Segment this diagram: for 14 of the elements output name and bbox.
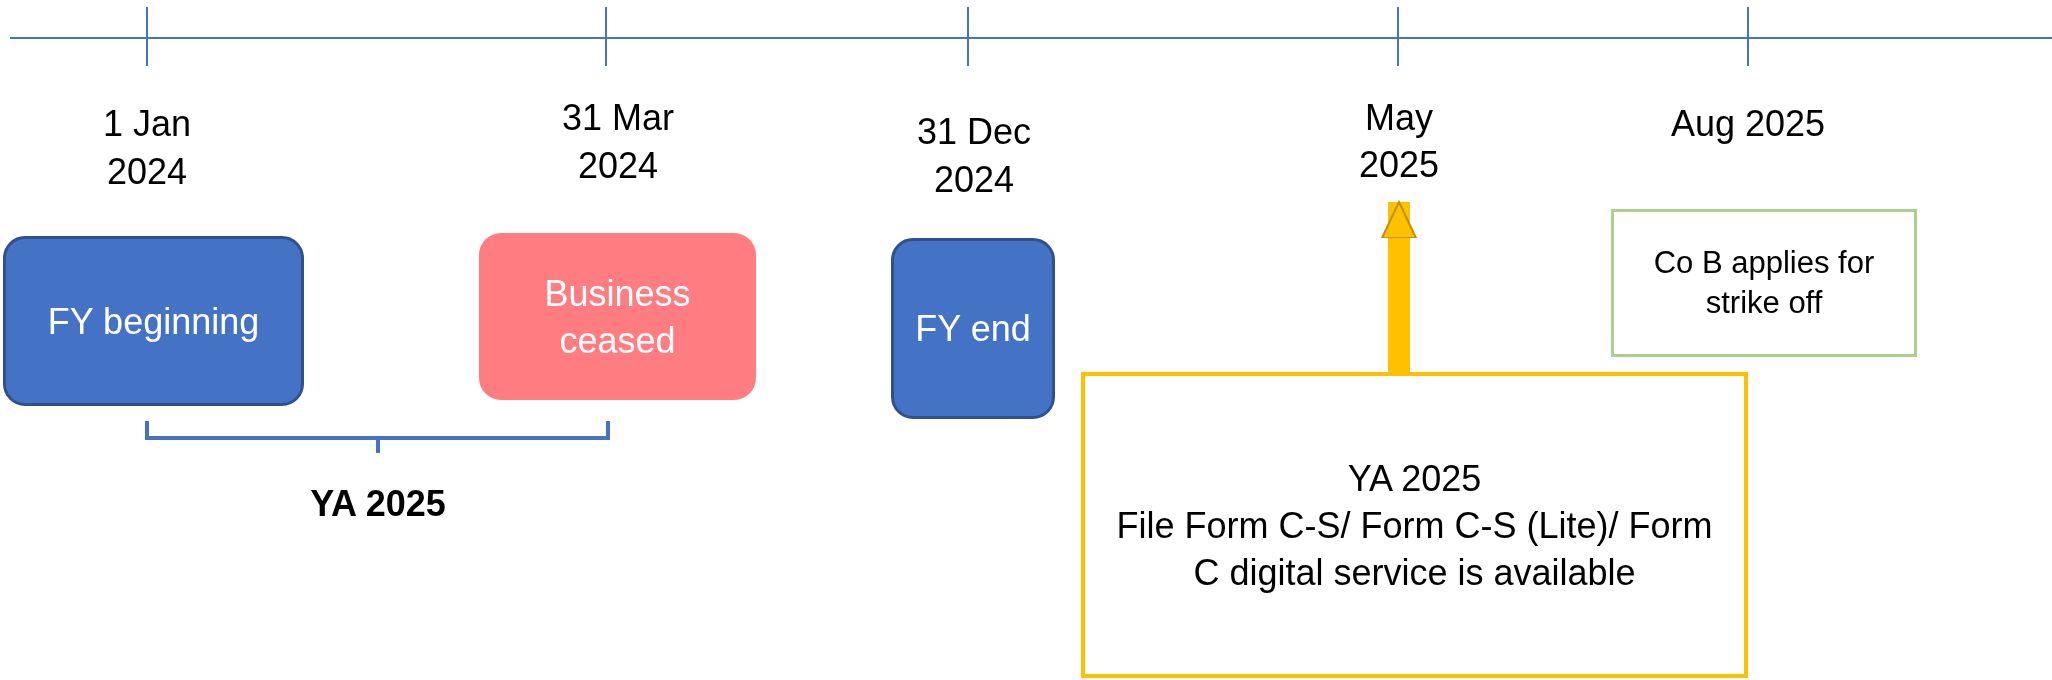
block-arrow — [1381, 201, 1417, 372]
bracket-label: YA 2025 — [309, 482, 447, 526]
date-label: 1 Jan 2024 — [101, 102, 193, 194]
box-text: YA 2025 — [1347, 456, 1482, 501]
note-box: Co B applies for strike off — [1611, 209, 1917, 357]
process-box: FY beginning — [3, 236, 304, 406]
process-box: FY end — [891, 238, 1055, 419]
date-label: Aug 2025 — [1669, 102, 1827, 146]
process-box: Business ceased — [479, 233, 756, 400]
box-text: File Form C-S/ Form C-S (Lite)/ Form C digital service is available — [1115, 503, 1714, 595]
date-label: 31 Dec 2024 — [915, 110, 1033, 202]
date-label: 31 Mar 2024 — [560, 96, 675, 188]
note-box — [1081, 372, 1748, 678]
date-label: May 2025 — [1314, 90, 1484, 202]
